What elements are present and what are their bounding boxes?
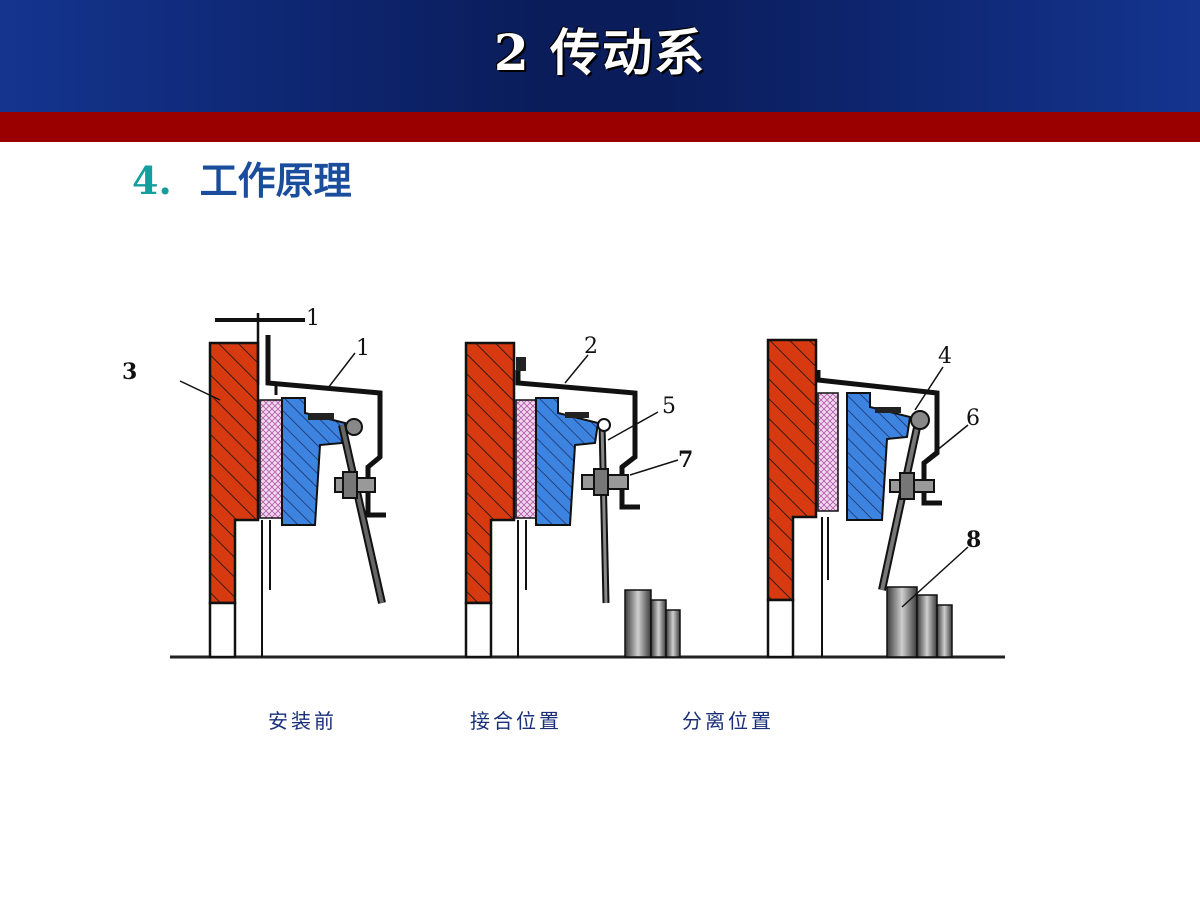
part-label: 5 (662, 394, 676, 419)
assembly-before-install (179, 313, 386, 659)
caption-disengaged: 分离位置 (682, 709, 774, 733)
caption-before-install: 安装前 (268, 709, 337, 733)
pressure-plate (535, 397, 600, 526)
part-label: 4 (938, 344, 952, 369)
friction-disc (515, 399, 537, 519)
lever-pivot (597, 418, 611, 432)
header-bar (0, 0, 1200, 112)
flywheel-base (464, 601, 493, 659)
friction-disc (259, 399, 283, 519)
assembly-engaged (464, 341, 681, 659)
section-text: 工作原理 (199, 158, 352, 203)
flywheel (208, 341, 260, 605)
release-bearing (624, 589, 681, 658)
part-labels: 1 1 2 3 4 5 6 7 8 (122, 306, 981, 553)
part-label: 3 (122, 359, 137, 385)
slide-title: 2 传动系 (493, 23, 707, 82)
section-heading: 4. 工作原理 (132, 160, 352, 202)
clutch-diagram: 1 1 2 3 4 5 6 7 8 (122, 306, 1005, 659)
lever-pivot (910, 410, 930, 430)
section-number: 4. (132, 158, 172, 203)
flywheel-base (766, 598, 795, 659)
part-label: 1 (356, 336, 370, 361)
caption-engaged: 接合位置 (470, 709, 562, 733)
clutch-cover (515, 370, 640, 510)
release-bearing (886, 586, 953, 658)
friction-disc (817, 392, 839, 512)
part-label: 1 (306, 306, 320, 331)
part-label: 2 (584, 334, 598, 359)
part-label: 6 (966, 406, 980, 431)
assembly-disengaged (766, 338, 969, 659)
pressure-plate (846, 392, 912, 521)
part-label: 7 (678, 447, 693, 473)
clutch-cover (815, 370, 942, 506)
header-red-stripe (0, 112, 1200, 142)
flywheel-base (208, 601, 237, 659)
clutch-cover (265, 335, 386, 518)
flywheel (464, 341, 516, 605)
flywheel (766, 338, 818, 602)
lever-pivot (345, 418, 363, 436)
part-label: 8 (966, 527, 981, 553)
